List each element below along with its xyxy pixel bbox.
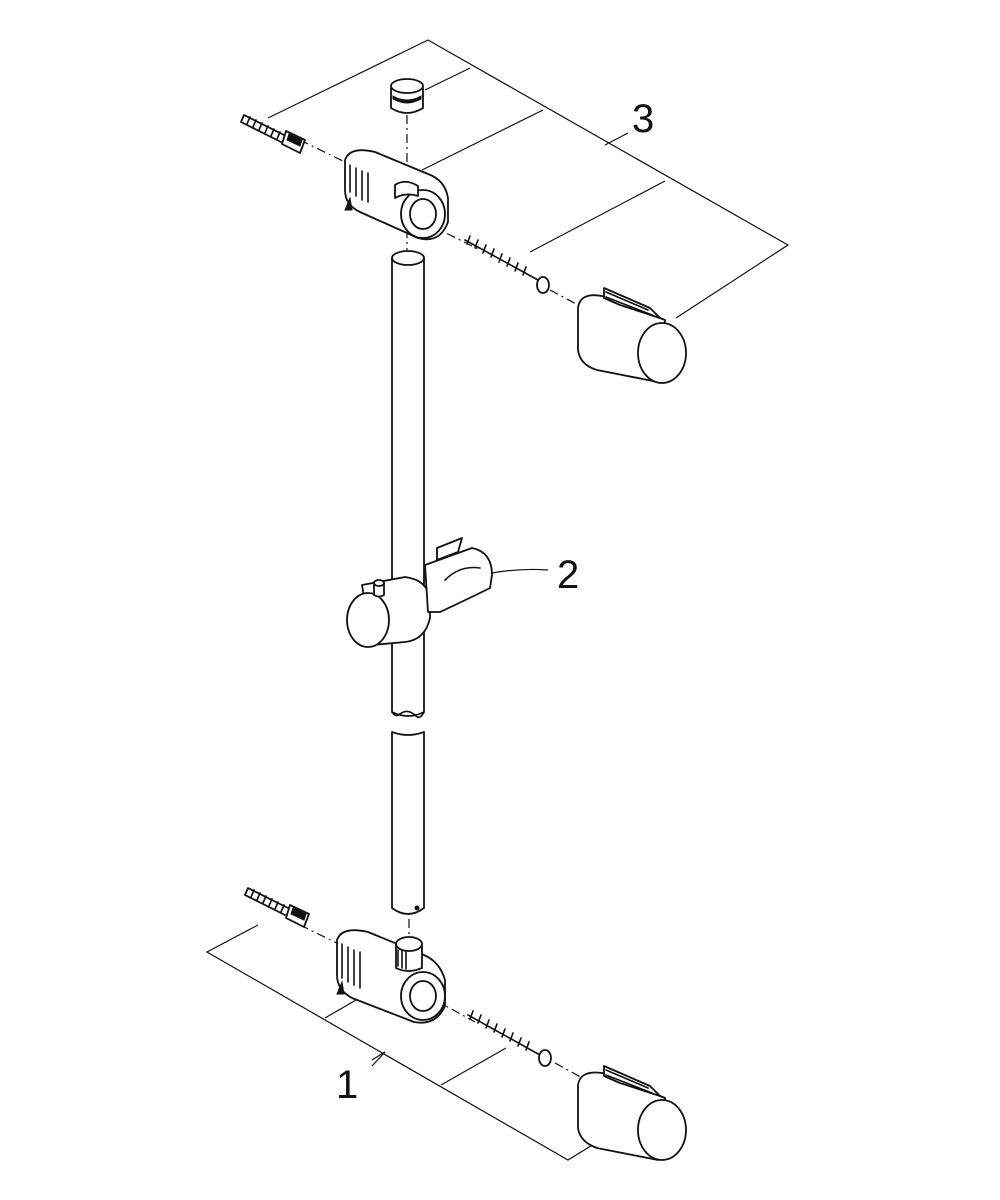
slider [346, 537, 493, 648]
bottom-dowel-screw [244, 887, 310, 928]
callout-leaders [371, 568, 549, 1067]
top-long-screw [464, 235, 550, 294]
top-dowel-screw [240, 114, 306, 154]
callout-label-1: 1 [336, 1063, 358, 1107]
bottom-cover-cap [577, 1065, 687, 1161]
callout-label-2: 2 [557, 553, 579, 597]
top-end-cap [390, 78, 424, 114]
bottom-wall-holder [336, 929, 446, 1024]
top-cover-cap [577, 287, 687, 384]
bottom-long-screw [467, 1010, 552, 1067]
group-3-bracket [267, 39, 790, 319]
callout-label-3: 3 [632, 97, 654, 141]
top-wall-holder [344, 149, 449, 241]
